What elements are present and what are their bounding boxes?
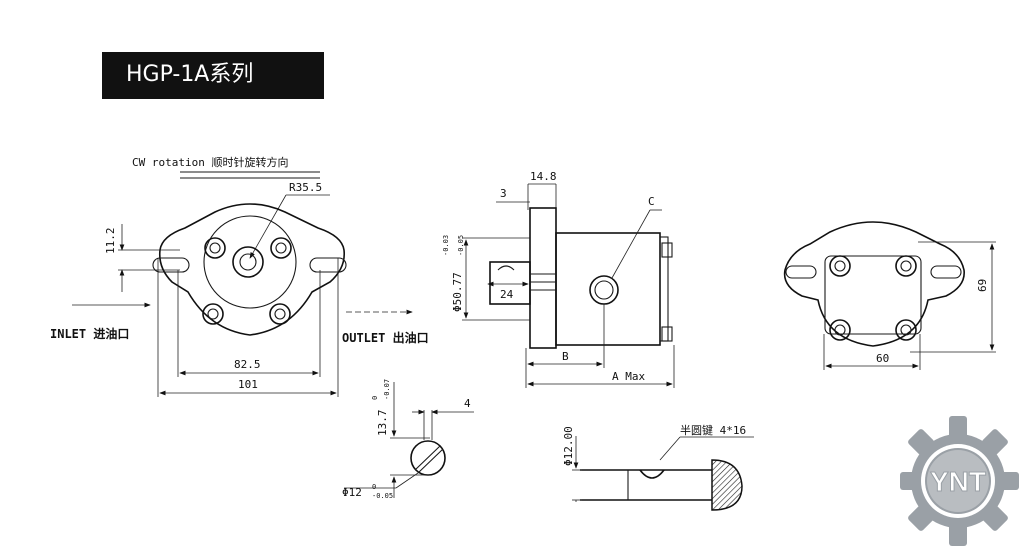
front-bolts xyxy=(202,237,292,325)
shaft-end-height-tol-lower: -0.07 xyxy=(383,379,391,400)
outlet-label: OUTLET 出油口 xyxy=(342,330,429,345)
radius-label: R35.5 xyxy=(289,181,322,194)
pilot-diameter: Φ50.77 xyxy=(451,272,464,312)
pilot-tol-lower: -0.05 xyxy=(457,235,465,256)
rear-bolts xyxy=(829,255,917,341)
rear-view: 69 60 xyxy=(783,221,996,370)
series-title-box: HGP-1A系列 xyxy=(102,52,324,99)
ynt-logo: YNT xyxy=(900,416,1019,546)
series-title: HGP-1A系列 xyxy=(126,62,254,87)
shaft-end-diameter: Φ12 xyxy=(342,486,362,499)
key-detail-view: Φ12.00 半圆键 4*16 xyxy=(562,423,754,511)
shaft-length-dim: 24 xyxy=(500,288,514,301)
flange-thickness-dim: 14.8 xyxy=(530,170,557,183)
key-shaft-diameter: Φ12.00 xyxy=(562,426,575,466)
side-body xyxy=(555,232,661,346)
side-view: 14.8 3 C Φ50.77 -0.03 -0.05 24 xyxy=(442,170,675,388)
logo-text: YNT xyxy=(930,466,986,497)
key-hatched-section xyxy=(711,459,743,511)
width-dim: 101 xyxy=(238,378,258,391)
shaft-end-view: 13.7 0 -0.07 4 Φ12 0 -0.05 xyxy=(342,379,474,500)
dim-b: B xyxy=(562,350,569,363)
front-view: CW rotation 顺时针旋转方向 R35.5 11.2 INLET 进 xyxy=(50,155,429,397)
rear-width-dim: 60 xyxy=(876,352,889,365)
inlet-label: INLET 进油口 xyxy=(50,326,129,341)
rear-height-dim: 69 xyxy=(976,279,989,292)
rear-flange-outline xyxy=(783,221,965,347)
bolt-spacing-dim: 82.5 xyxy=(234,358,261,371)
side-port xyxy=(589,275,619,305)
shaft-end-diameter-tol-upper: 0 xyxy=(372,483,376,491)
shaft-step-dim: 3 xyxy=(500,187,507,200)
pilot-tol-upper: -0.03 xyxy=(442,235,450,256)
key-label: 半圆键 4*16 xyxy=(680,423,746,437)
dim-a-max: A Max xyxy=(612,370,645,383)
side-flange xyxy=(529,207,557,349)
port-label: C xyxy=(648,195,655,208)
shaft-end-height-tol-upper: 0 xyxy=(371,396,379,400)
shaft-end-diameter-tol-lower: -0.05 xyxy=(372,492,393,500)
key-width-dim: 4 xyxy=(464,397,471,410)
rotation-label: CW rotation 顺时针旋转方向 xyxy=(132,155,288,169)
height-dim: 11.2 xyxy=(104,228,117,255)
shaft-end-height: 13.7 xyxy=(376,410,389,437)
